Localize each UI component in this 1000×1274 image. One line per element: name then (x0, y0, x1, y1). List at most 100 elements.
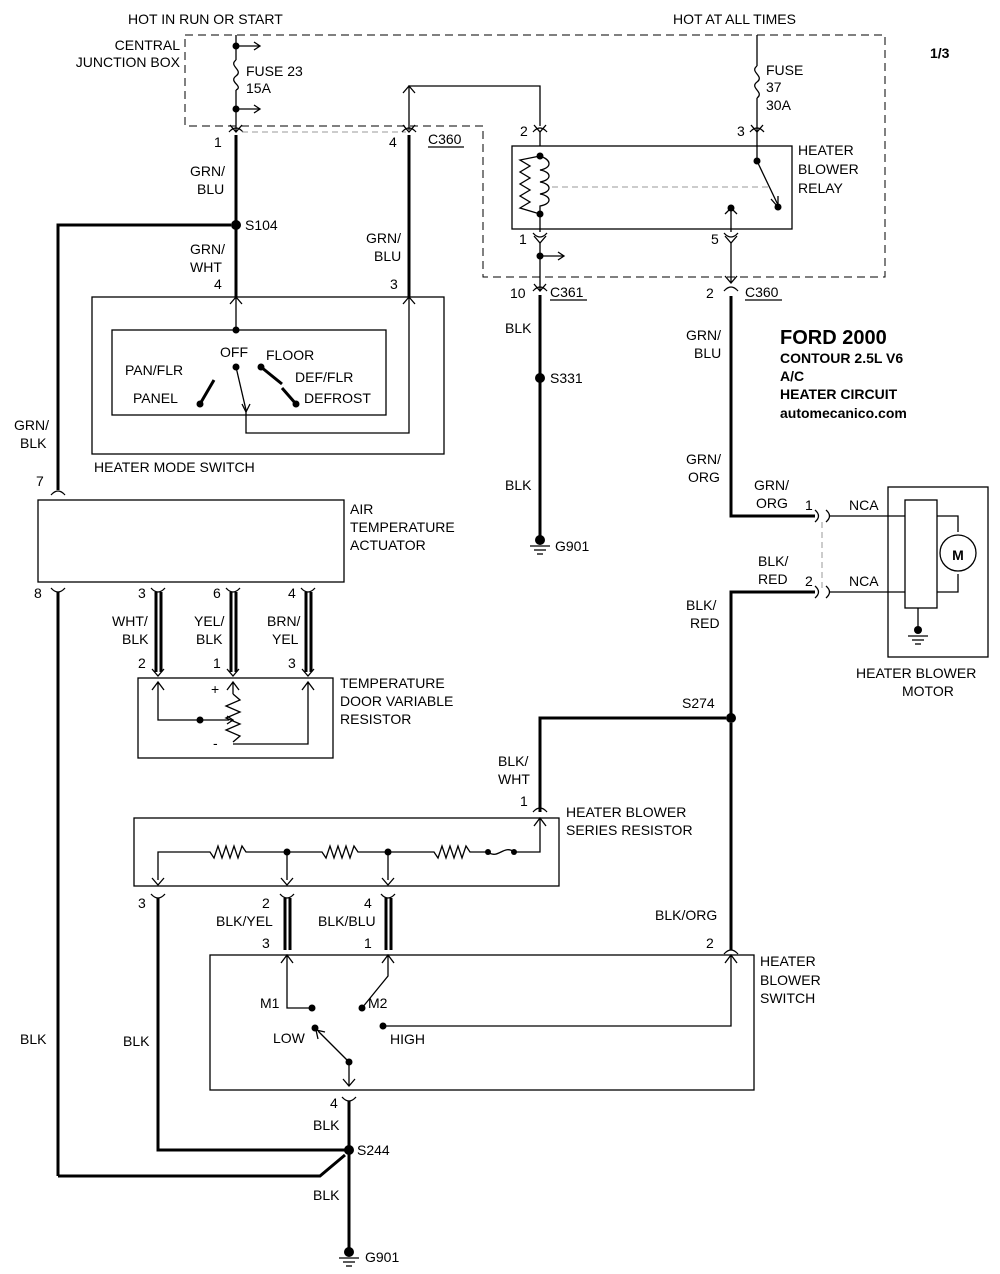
svg-text:ORG: ORG (688, 469, 720, 485)
svg-text:1: 1 (364, 935, 372, 951)
svg-text:S274: S274 (682, 695, 715, 711)
svg-text:3: 3 (138, 585, 146, 601)
svg-text:ORG: ORG (756, 495, 788, 511)
svg-text:4: 4 (330, 1095, 338, 1111)
svg-text:BLK/BLU: BLK/BLU (318, 913, 376, 929)
motor-icon (939, 534, 977, 572)
svg-text:BLU: BLU (197, 181, 224, 197)
svg-text:LOW: LOW (273, 1030, 306, 1046)
junction-box-outline (184, 34, 886, 278)
svg-text:NCA: NCA (849, 573, 879, 589)
svg-text:BLOWER: BLOWER (760, 972, 821, 988)
svg-text:2: 2 (805, 573, 813, 589)
svg-text:C360: C360 (745, 284, 779, 300)
c360-label-top: C360 (428, 131, 462, 147)
svg-text:RELAY: RELAY (798, 180, 844, 196)
variable-resistor-icon (224, 693, 242, 743)
svg-text:BLK: BLK (505, 477, 532, 493)
svg-text:-: - (213, 735, 218, 751)
svg-text:M2: M2 (368, 995, 388, 1011)
svg-text:GRN/: GRN/ (190, 241, 225, 257)
svg-text:3: 3 (288, 655, 296, 671)
splice-s274 (726, 713, 736, 723)
thermal-fuse-icon (487, 849, 515, 855)
svg-text:1: 1 (520, 793, 528, 809)
heater-mode-switch-label: HEATER MODE SWITCH (94, 459, 255, 475)
cjb-label-2: JUNCTION BOX (76, 54, 181, 70)
svg-text:HEATER: HEATER (760, 953, 816, 969)
svg-text:GRN/: GRN/ (686, 327, 721, 343)
splice-s244 (344, 1145, 354, 1155)
svg-text:7: 7 (36, 473, 44, 489)
svg-text:1: 1 (214, 134, 222, 150)
heater-blower-motor (887, 486, 989, 658)
svg-text:2: 2 (520, 123, 528, 139)
hot-run-start-label: HOT IN RUN OR START (128, 11, 283, 27)
svg-text:1: 1 (805, 497, 813, 513)
svg-text:4: 4 (288, 585, 296, 601)
svg-text:BLK: BLK (313, 1117, 340, 1133)
svg-text:BLOWER: BLOWER (798, 161, 859, 177)
svg-text:M1: M1 (260, 995, 280, 1011)
svg-text:BLK/ORG: BLK/ORG (655, 907, 717, 923)
svg-text:PAN/FLR: PAN/FLR (125, 362, 183, 378)
splice-s104 (231, 220, 241, 230)
svg-text:FUSE: FUSE (766, 62, 803, 78)
svg-text:BLK: BLK (505, 320, 532, 336)
svg-text:BLK: BLK (123, 1033, 150, 1049)
svg-text:BLK/: BLK/ (686, 597, 716, 613)
fuse-23-icon (233, 59, 239, 91)
svg-text:BLK: BLK (20, 1031, 47, 1047)
svg-text:3: 3 (262, 935, 270, 951)
svg-text:G901: G901 (365, 1249, 399, 1265)
svg-text:S104: S104 (245, 217, 278, 233)
svg-text:1: 1 (213, 655, 221, 671)
temperature-door-resistor (137, 677, 334, 759)
svg-text:TEMPERATURE: TEMPERATURE (340, 675, 445, 691)
svg-text:DOOR VARIABLE: DOOR VARIABLE (340, 693, 453, 709)
svg-text:S331: S331 (550, 370, 583, 386)
svg-text:TEMPERATURE: TEMPERATURE (350, 519, 455, 535)
svg-text:DEF/FLR: DEF/FLR (295, 369, 353, 385)
hot-all-times-label: HOT AT ALL TIMES (673, 11, 796, 27)
svg-text:SERIES RESISTOR: SERIES RESISTOR (566, 822, 693, 838)
svg-text:10: 10 (510, 285, 526, 301)
svg-text:GRN/: GRN/ (190, 163, 225, 179)
cjb-label-1: CENTRAL (115, 37, 181, 53)
svg-text:GRN/: GRN/ (14, 417, 49, 433)
svg-text:HEATER BLOWER: HEATER BLOWER (856, 665, 976, 681)
page-number: 1/3 (930, 45, 950, 61)
svg-text:CONTOUR 2.5L V6: CONTOUR 2.5L V6 (780, 350, 903, 366)
svg-text:A/C: A/C (780, 368, 804, 384)
heater-mode-switch (91, 296, 445, 455)
fuse-37-icon (754, 65, 760, 99)
ground-icon (339, 1257, 359, 1267)
svg-text:30A: 30A (766, 97, 792, 113)
svg-text:M: M (952, 547, 964, 563)
svg-text:WHT/: WHT/ (112, 613, 148, 629)
svg-text:4: 4 (389, 134, 397, 150)
svg-text:BLK/YEL: BLK/YEL (216, 913, 273, 929)
svg-text:BLU: BLU (374, 248, 401, 264)
svg-text:DEFROST: DEFROST (304, 390, 371, 406)
svg-text:C361: C361 (550, 284, 584, 300)
svg-text:FLOOR: FLOOR (266, 347, 314, 363)
svg-text:+: + (211, 681, 219, 697)
svg-text:BLU: BLU (694, 345, 721, 361)
svg-text:WHT: WHT (190, 259, 222, 275)
relay-coil-icon (518, 155, 541, 215)
svg-text:BRN/: BRN/ (267, 613, 301, 629)
fuse-23-rating: 15A (246, 80, 272, 96)
svg-text:BLK: BLK (122, 631, 149, 647)
svg-text:4: 4 (214, 276, 222, 292)
svg-text:automecanico.com: automecanico.com (780, 405, 907, 421)
svg-text:BLK/: BLK/ (498, 753, 528, 769)
svg-text:S244: S244 (357, 1142, 390, 1158)
svg-text:1: 1 (519, 231, 527, 247)
svg-text:RED: RED (690, 615, 720, 631)
heater-blower-series-resistor (133, 817, 560, 887)
svg-text:3: 3 (737, 123, 745, 139)
splice-s331 (535, 373, 545, 383)
